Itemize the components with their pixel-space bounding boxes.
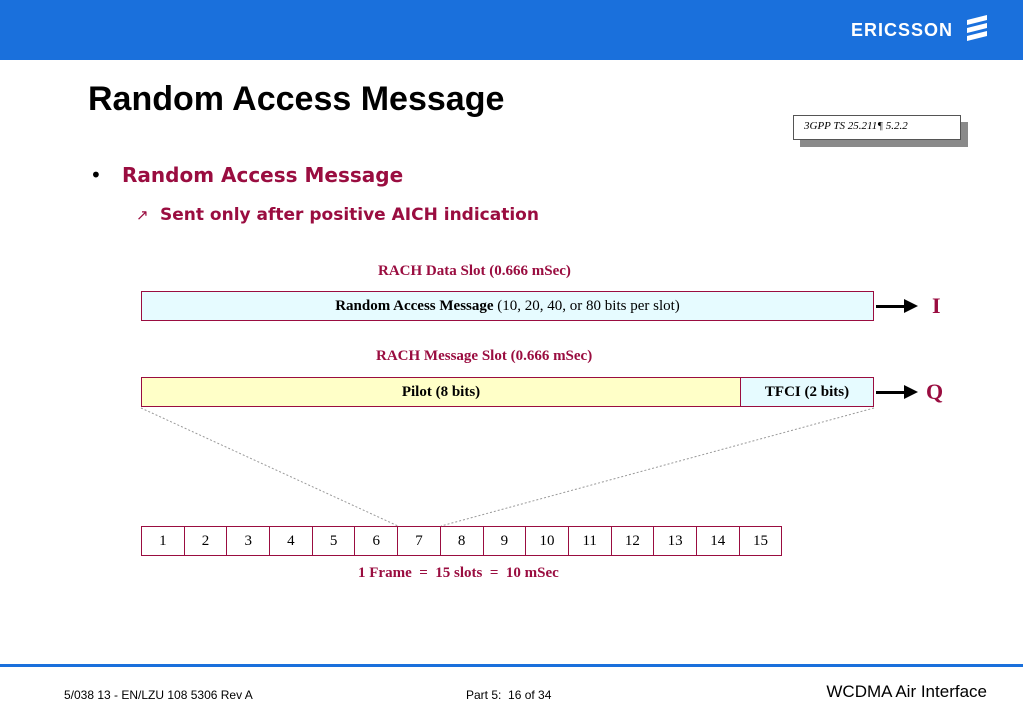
slot-cell-6: 6: [355, 527, 399, 555]
slot-cell-3: 3: [227, 527, 271, 555]
data-slot-label: RACH Data Slot (0.666 mSec): [378, 263, 571, 279]
pilot-field-box: Pilot (8 bits): [141, 377, 741, 407]
slot-cell-12: 12: [612, 527, 655, 555]
tfci-field-label: TFCI (2 bits): [764, 383, 850, 400]
message-slot-label: RACH Message Slot (0.666 mSec): [376, 348, 593, 364]
slot-cell-5: 5: [313, 527, 356, 555]
footer-divider: [0, 664, 1023, 667]
q-channel-label: Q: [926, 379, 944, 404]
tfci-field-box: TFCI (2 bits): [740, 377, 874, 407]
reference-box: 3GPP TS 25.211¶ 5.2.2: [793, 115, 961, 140]
slot-cell-11: 11: [569, 527, 612, 555]
bullet-text: Random Access Message: [122, 163, 404, 187]
q-arrow-head-icon: [904, 385, 918, 399]
pilot-field-label: Pilot (8 bits): [401, 383, 481, 400]
slot-cell-8: 8: [441, 527, 484, 555]
slot-cell-13: 13: [654, 527, 697, 555]
slot-cell-10: 10: [526, 527, 569, 555]
bullet-dot-icon: •: [90, 163, 102, 187]
page-info: Part 5: 16 of 34: [466, 688, 552, 702]
sub-bullet-item: ↗ Sent only after positive AICH indicatio…: [136, 205, 539, 225]
document-number: 5/038 13 - EN/LZU 108 5306 Rev A: [64, 688, 253, 702]
slot-cell-14: 14: [697, 527, 740, 555]
course-title: WCDMA Air Interface: [826, 682, 987, 701]
slot-cell-4: 4: [270, 527, 313, 555]
slot-cell-1: 1: [142, 527, 185, 555]
slot-cell-9: 9: [484, 527, 527, 555]
frame-caption: 1 Frame = 15 slots = 10 mSec: [358, 565, 559, 581]
sub-bullet-text: Sent only after positive AICH indication: [160, 205, 539, 225]
header-bar: ERICSSON: [0, 0, 1023, 60]
i-channel-label: I: [932, 293, 941, 318]
i-arrow-head-icon: [904, 299, 918, 313]
slot-cell-7: 7: [398, 527, 441, 555]
data-field-name: Random Access Message: [335, 297, 494, 314]
arrow-up-right-icon: ↗: [136, 206, 149, 224]
i-arrow-line: [876, 305, 906, 308]
slot-cell-2: 2: [185, 527, 228, 555]
slot-cell-15: 15: [740, 527, 783, 555]
slide-title: Random Access Message: [88, 80, 505, 118]
data-field-detail: (10, 20, 40, or 80 bits per slot): [493, 297, 680, 314]
brand-name: ERICSSON: [850, 20, 953, 40]
data-field-box: Random Access Message (10, 20, 40, or 80…: [141, 291, 874, 321]
ericsson-logo-icon: [967, 15, 987, 41]
q-arrow-line: [876, 391, 906, 394]
